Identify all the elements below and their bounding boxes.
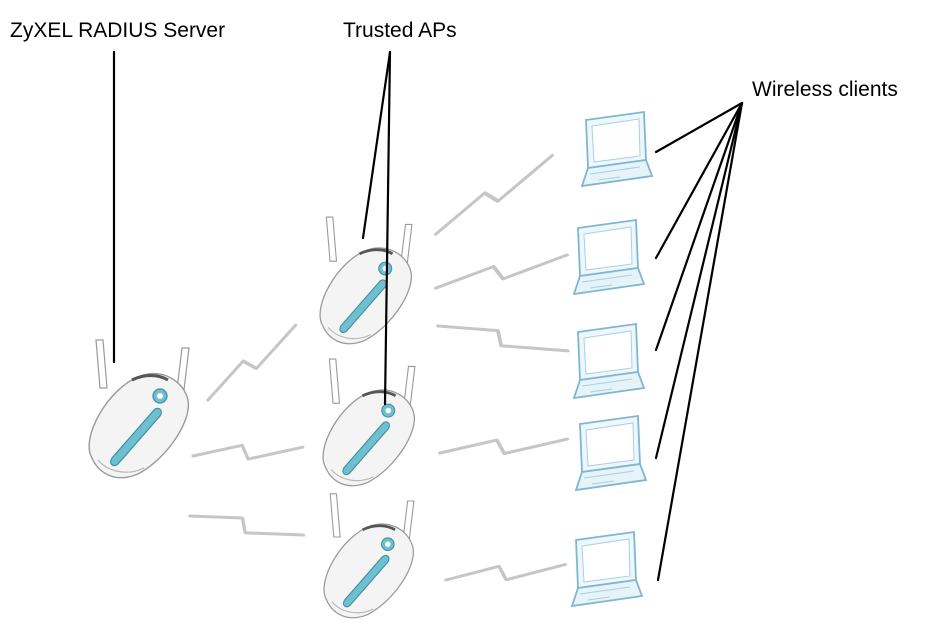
trusted-aps-label: Trusted APs <box>343 19 457 42</box>
ap-bottom-access-point-icon <box>322 492 416 620</box>
wireless-link-icon <box>443 558 568 587</box>
wireless-clients-label: Wireless clients <box>752 78 898 101</box>
wireless-link-icon <box>434 315 571 363</box>
radius-server-access-point-icon <box>87 338 191 480</box>
laptop-icon <box>571 531 643 607</box>
clients-callout-line <box>654 101 744 352</box>
wireless-link-icon <box>437 433 570 460</box>
laptop-icon <box>573 323 645 399</box>
wireless-link-icon <box>200 320 304 406</box>
clients-callout-line <box>654 101 744 460</box>
trusted-ap-callout-line <box>383 50 392 406</box>
trusted-ap-middle-access-point-icon <box>321 357 417 488</box>
server-label: ZyXEL RADIUS Server <box>10 19 226 42</box>
laptop-icon <box>573 219 645 295</box>
laptop-icon <box>581 111 653 187</box>
clients-callout-line <box>654 101 744 260</box>
laptop-icon <box>575 415 647 491</box>
wireless-link-icon <box>187 505 307 547</box>
wireless-link-icon <box>429 150 560 241</box>
trusted-ap-top-access-point-icon <box>318 215 414 346</box>
wireless-link-icon <box>434 251 569 293</box>
wireless-link-icon <box>191 441 305 463</box>
trusted-ap-callout-line <box>361 50 392 240</box>
clients-callout-line <box>656 101 744 582</box>
clients-callout-line <box>654 101 744 154</box>
